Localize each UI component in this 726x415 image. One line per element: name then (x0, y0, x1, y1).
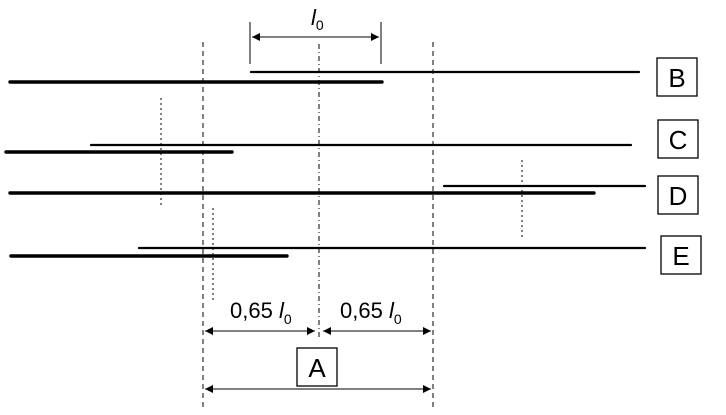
lower-dimensions (205, 327, 431, 393)
left-065-label: 0,65 l0 (230, 298, 292, 327)
label-c: C (669, 125, 688, 155)
top-dim-label: l0 (311, 5, 324, 33)
top-dim-subscript: 0 (316, 17, 324, 33)
right-065-value: 0,65 (340, 298, 389, 323)
left-065-subscript: 0 (284, 311, 292, 327)
right-065-subscript: 0 (394, 311, 402, 327)
left-065-symbol: l (279, 298, 285, 323)
label-e-box: E (660, 235, 702, 275)
right-065-label: 0,65 l0 (340, 298, 402, 327)
label-e: E (672, 241, 689, 271)
reference-lines (160, 42, 523, 408)
label-c-box: C (657, 119, 699, 159)
label-a: A (308, 353, 326, 383)
left-065-value: 0,65 (230, 298, 279, 323)
label-d-box: D (657, 175, 699, 215)
label-d: D (669, 181, 688, 211)
bars (4, 70, 647, 258)
right-065-symbol: l (389, 298, 395, 323)
label-a-box: A (296, 347, 338, 387)
top-dimension (249, 22, 382, 64)
label-b: B (668, 63, 685, 93)
label-b-box: B (656, 57, 698, 97)
top-dim-symbol: l (311, 5, 317, 30)
